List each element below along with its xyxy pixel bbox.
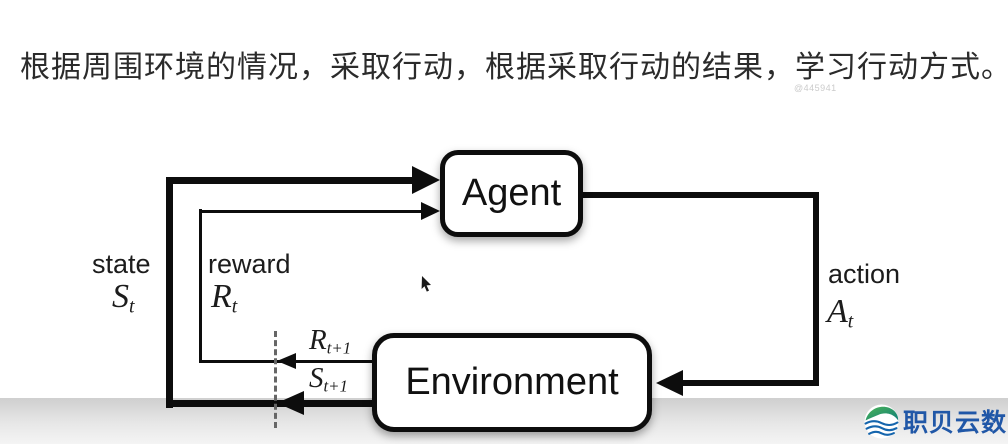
state-next-symbol: St+1 bbox=[309, 362, 348, 397]
brand-logo: 职贝云数 bbox=[863, 401, 1007, 441]
action-symbol-main: A bbox=[827, 293, 848, 330]
action-loop-line-top bbox=[583, 192, 819, 198]
action-loop-line-vertical bbox=[813, 192, 819, 384]
reward-next-arrow-icon bbox=[277, 353, 296, 369]
agent-label: Agent bbox=[461, 172, 562, 214]
headline-text: 根据周围环境的情况，采取行动，根据采取行动的结果，学习行动方式。 bbox=[20, 51, 1008, 84]
state-next-arrow-icon bbox=[277, 391, 304, 415]
action-loop-line-bottom bbox=[680, 380, 819, 386]
state-to-agent-arrow-icon bbox=[412, 166, 440, 194]
reward-loop-line-vertical bbox=[199, 209, 202, 363]
mouse-cursor-icon bbox=[421, 276, 431, 292]
reward-symbol-main: R bbox=[211, 278, 232, 315]
brand-globe-icon bbox=[864, 404, 899, 438]
state-symbol-main: S bbox=[112, 278, 129, 315]
reward-loop-line-top bbox=[199, 210, 424, 213]
reward-next-sub: t+1 bbox=[326, 338, 352, 358]
state-loop-line-top bbox=[166, 177, 418, 184]
environment-label: Environment bbox=[405, 361, 619, 403]
state-next-main: S bbox=[309, 362, 324, 394]
state-loop-line-bottom bbox=[166, 400, 374, 407]
state-symbol: St bbox=[112, 278, 134, 319]
brand-text: 职贝云数 bbox=[903, 409, 1008, 437]
action-word-label: action bbox=[828, 259, 901, 289]
reward-next-main: R bbox=[309, 324, 327, 356]
action-symbol: At bbox=[827, 293, 853, 334]
reward-symbol-sub: t bbox=[231, 295, 238, 318]
reward-next-symbol: Rt+1 bbox=[309, 324, 351, 359]
action-symbol-sub: t bbox=[847, 310, 854, 333]
state-word-label: state bbox=[92, 249, 151, 279]
state-symbol-sub: t bbox=[129, 295, 135, 318]
reward-word-label: reward bbox=[208, 249, 291, 279]
reward-symbol: Rt bbox=[211, 278, 237, 319]
agent-box: Agent bbox=[440, 150, 583, 237]
environment-box: Environment bbox=[372, 333, 652, 432]
timestep-boundary-dashed-line bbox=[274, 331, 277, 428]
state-next-sub: t+1 bbox=[323, 376, 348, 396]
watermark-text: @445941 bbox=[794, 83, 837, 93]
reward-to-agent-arrow-icon bbox=[421, 202, 440, 220]
action-to-environment-arrow-icon bbox=[656, 370, 683, 396]
state-loop-line-vertical bbox=[166, 177, 173, 408]
